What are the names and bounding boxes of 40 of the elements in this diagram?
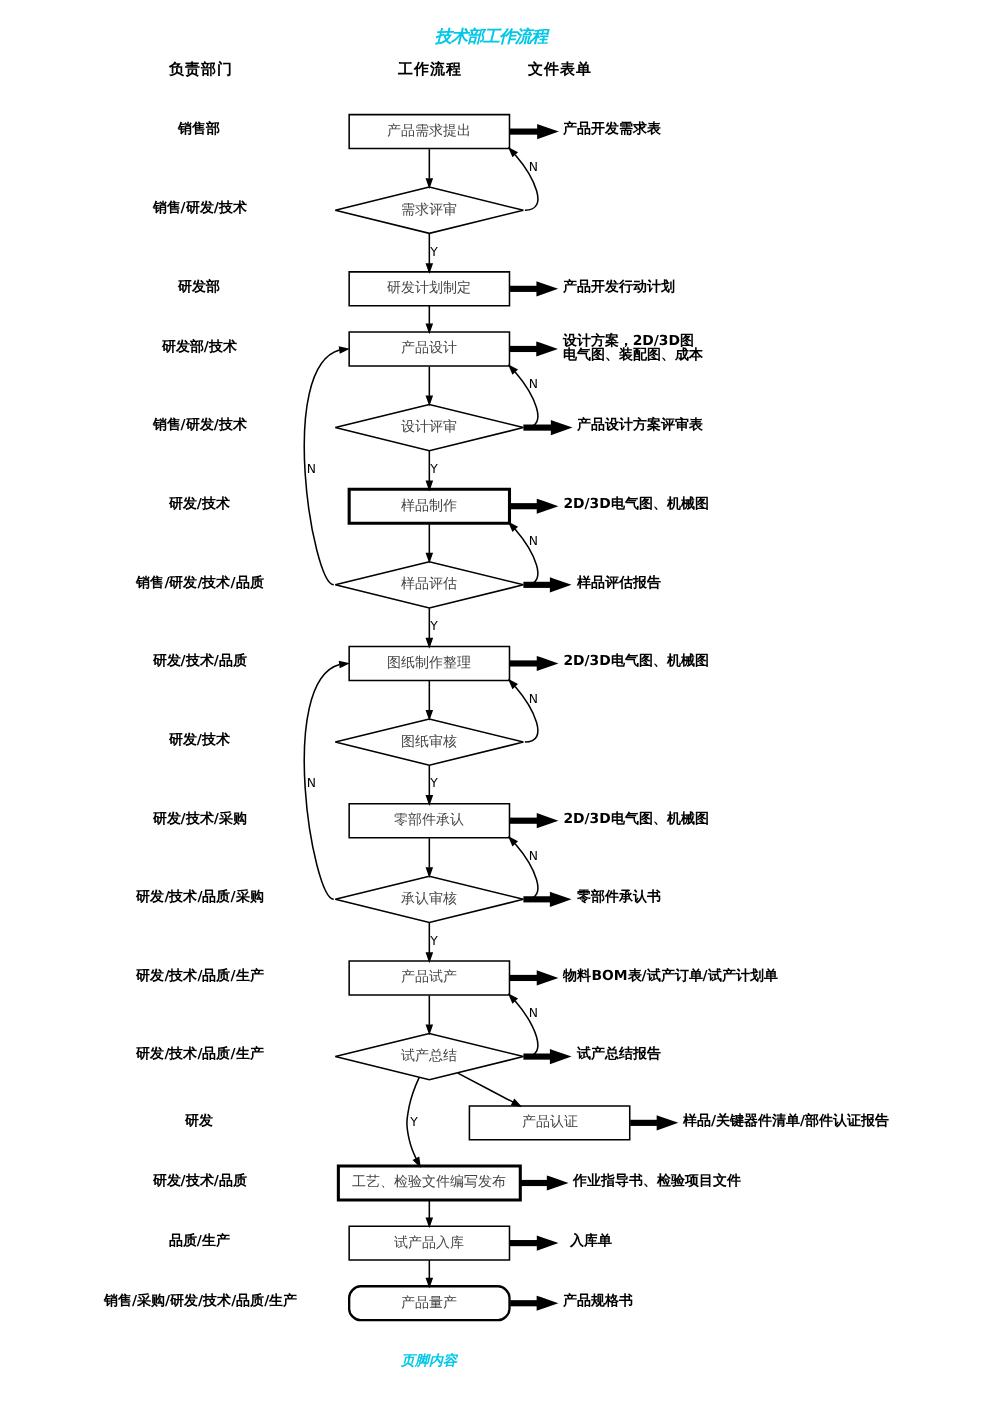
arrow	[425, 994, 434, 1036]
arrow	[303, 660, 350, 901]
arrow	[425, 232, 434, 275]
arrow	[425, 680, 434, 721]
arrow	[510, 1295, 559, 1311]
arrow	[509, 655, 559, 672]
label: 文件表单	[527, 59, 592, 78]
arrow	[507, 835, 539, 901]
label: 负责部门	[168, 59, 233, 78]
label: 工作流程	[398, 59, 463, 78]
arrow	[507, 678, 539, 743]
arrow	[425, 921, 434, 964]
arrow	[630, 1115, 679, 1131]
arrow	[507, 146, 539, 211]
arrow	[523, 420, 573, 436]
arrow	[523, 577, 572, 593]
arrow	[507, 364, 539, 429]
arrow	[510, 281, 559, 297]
arrow	[425, 837, 434, 879]
arrow	[507, 521, 539, 586]
arrow	[425, 148, 434, 189]
arrow	[509, 341, 558, 357]
arrow	[509, 1235, 559, 1251]
arrow	[406, 1076, 421, 1168]
arrow	[425, 607, 434, 649]
arrow	[509, 498, 559, 514]
arrow	[509, 124, 559, 140]
arrow	[509, 970, 559, 986]
arrow	[457, 1072, 523, 1107]
arrow	[507, 993, 539, 1058]
arrow	[425, 450, 434, 492]
arrow	[523, 891, 572, 907]
arrow	[509, 813, 559, 829]
arrow	[303, 346, 350, 586]
arrow	[523, 1049, 572, 1065]
arrow	[425, 523, 434, 564]
arrow	[425, 365, 434, 407]
diagram-title: 技术部工作流程	[435, 25, 548, 46]
arrow	[520, 1175, 569, 1191]
arrow	[425, 764, 434, 806]
